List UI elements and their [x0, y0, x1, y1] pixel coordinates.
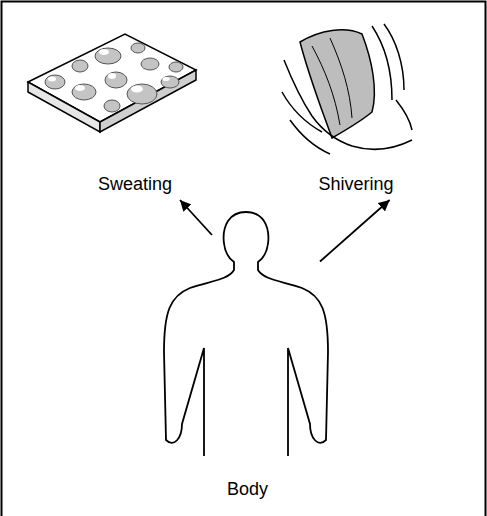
diagram-node: Shivering — [300, 168, 412, 200]
arrow-connector — [320, 200, 390, 262]
node-label: Sweating — [98, 173, 172, 195]
muscle-illustration — [282, 24, 412, 154]
body-outline — [164, 212, 328, 456]
skin-slab — [28, 34, 196, 132]
node-label: Shivering — [318, 173, 393, 195]
droplet-highlights — [48, 49, 170, 93]
diagram-node: Body — [175, 235, 320, 500]
sweat-droplets — [45, 43, 183, 112]
node-label: Body — [227, 478, 268, 500]
arrow-connector — [180, 200, 212, 235]
diagram-node: Sweating — [75, 168, 195, 200]
